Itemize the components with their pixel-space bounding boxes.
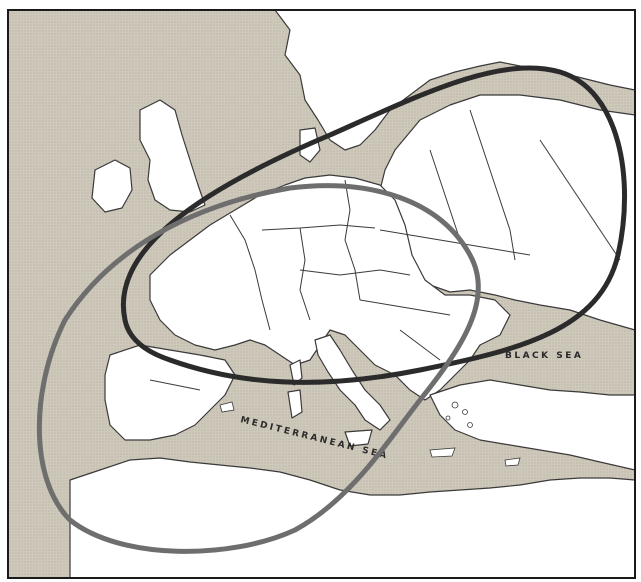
country-borders (149, 109, 621, 391)
northeast-loop (120, 65, 628, 385)
map-border (7, 9, 636, 579)
corsica (289, 359, 303, 386)
ireland (91, 159, 133, 213)
aegean-islands (219, 401, 521, 467)
sicily (344, 429, 373, 447)
scandinavia (274, 9, 636, 151)
black-sea-label: BLACK SEA (505, 351, 583, 361)
sardinia (287, 389, 303, 419)
southwest-loop (36, 183, 481, 554)
great-britain (139, 99, 206, 213)
